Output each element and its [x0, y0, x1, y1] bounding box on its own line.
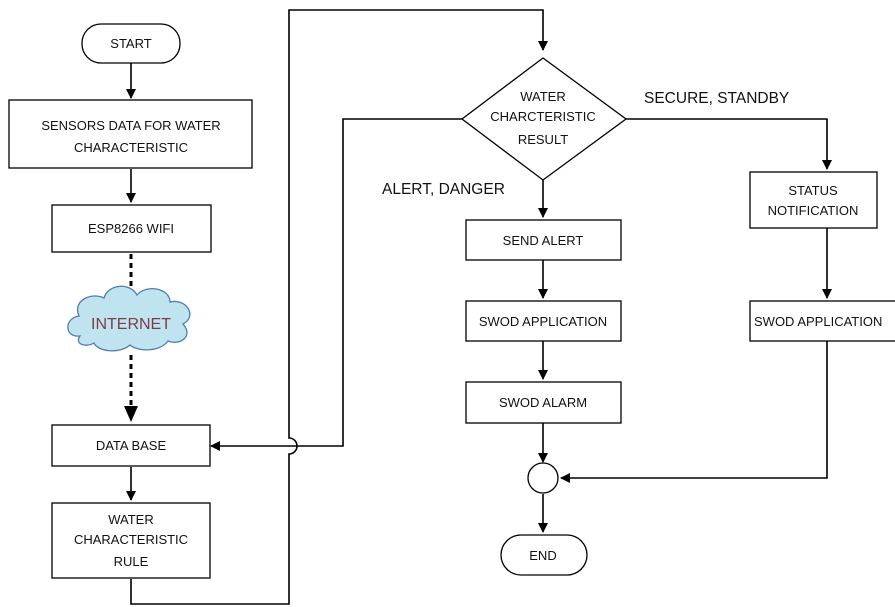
arrow-decision-to-status	[626, 118, 832, 170]
swod-application-left-label: SWOD APPLICATION	[479, 314, 607, 329]
cloud-icon	[67, 285, 191, 352]
send-alert-process: SEND ALERT	[465, 219, 622, 261]
internet-label: INTERNET	[91, 316, 171, 333]
sensors-label-line-2: CHARACTERISTIC	[74, 140, 188, 155]
decision-label-line-2: CHARCTERISTIC	[490, 109, 595, 124]
swod-application-right-process: SWOD APPLICATION	[749, 300, 895, 342]
swod-alarm-label: SWOD ALARM	[499, 395, 587, 410]
rule-label-line-2: CHARACTERISTIC	[74, 532, 188, 547]
arrow-decision-to-database	[210, 118, 462, 451]
database-process: DATA BASE	[51, 424, 211, 467]
start-terminal: START	[81, 23, 181, 64]
rule-label-line-1: WATER	[108, 512, 154, 527]
status-label-line-2: NOTIFICATION	[768, 203, 859, 218]
secure-standby-label: SECURE, STANDBY	[644, 90, 789, 107]
wifi-label: ESP8266 WIFI	[88, 221, 174, 236]
swod-alarm-process: SWOD ALARM	[465, 381, 622, 424]
rule-process: WATER CHARACTERISTIC RULE	[51, 502, 211, 579]
connectors	[124, 9, 832, 605]
swod-application-right-label: SWOD APPLICATION	[754, 314, 882, 329]
internet-cloud: INTERNET	[67, 285, 191, 352]
database-label: DATA BASE	[96, 438, 167, 453]
decision-label-line-3: RESULT	[518, 132, 568, 147]
status-notification-process: STATUS NOTIFICATION	[749, 171, 878, 229]
status-label-line-1: STATUS	[788, 183, 838, 198]
wifi-process: ESP8266 WIFI	[51, 204, 212, 253]
end-terminal: END	[500, 534, 588, 576]
alert-danger-label: ALERT, DANGER	[382, 181, 505, 198]
send-alert-label: SEND ALERT	[503, 233, 584, 248]
arrow-app-to-merge	[560, 341, 828, 483]
end-label: END	[529, 548, 556, 563]
start-label: START	[110, 36, 151, 51]
arrow-head-into-database	[124, 406, 138, 422]
decision-diamond: WATER CHARCTERISTIC RESULT	[460, 57, 628, 181]
swod-application-left-process: SWOD APPLICATION	[465, 300, 622, 342]
sensors-label-line-1: SENSORS DATA FOR WATER	[41, 118, 220, 133]
rule-label-line-3: RULE	[114, 554, 149, 569]
merge-connector	[527, 462, 559, 494]
decision-label-line-1: WATER	[520, 89, 566, 104]
sensors-process: SENSORS DATA FOR WATER CHARACTERISTIC	[8, 99, 253, 169]
